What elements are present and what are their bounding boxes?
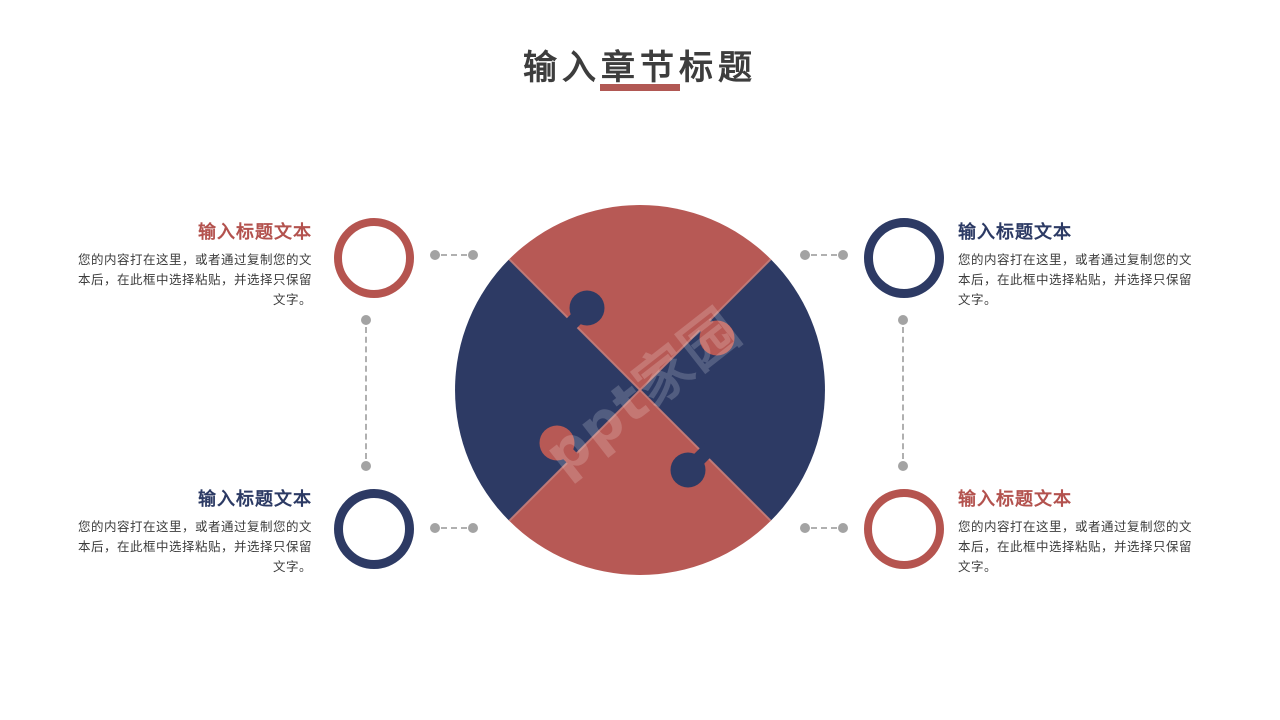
puzzle-diagram [455,205,825,575]
ring-bottom-left [334,489,414,569]
block-title: 输入标题文本 [958,222,1072,243]
page-title: 输入章节标题 [523,48,757,88]
block-title: 输入标题文本 [198,489,312,510]
puzzle-knob-upper-right [699,320,735,356]
text-block-top-left: 输入标题文本 您的内容打在这里，或者通过复制您的文本后，在此框中选择粘贴，并选择… [78,218,312,310]
puzzle-piece-left [455,259,640,521]
puzzle-knob-upper-left [569,290,605,326]
block-body: 您的内容打在这里，或者通过复制您的文本后，在此框中选择粘贴，并选择只保留文字。 [78,252,313,307]
text-block-bottom-right: 输入标题文本 您的内容打在这里，或者通过复制您的文本后，在此框中选择粘贴，并选择… [958,485,1192,577]
ring-top-left [334,218,414,298]
puzzle-piece-bottom [509,390,771,575]
block-title: 输入标题文本 [198,222,312,243]
puzzle-knob-lower-right [670,452,706,488]
title-underline [600,84,680,91]
text-block-top-right: 输入标题文本 您的内容打在这里，或者通过复制您的文本后，在此框中选择粘贴，并选择… [958,218,1192,310]
ring-bottom-right [864,489,944,569]
puzzle-piece-top [509,205,771,390]
ring-top-right [864,218,944,298]
puzzle-circle-icon [455,205,825,575]
puzzle-piece-right [640,259,825,521]
block-body: 您的内容打在这里，或者通过复制您的文本后，在此框中选择粘贴，并选择只保留文字。 [958,252,1193,307]
block-body: 您的内容打在这里，或者通过复制您的文本后，在此框中选择粘贴，并选择只保留文字。 [958,519,1193,574]
puzzle-knob-lower-left [539,425,575,461]
block-title: 输入标题文本 [958,489,1072,510]
block-body: 您的内容打在这里，或者通过复制您的文本后，在此框中选择粘贴，并选择只保留文字。 [78,519,313,574]
text-block-bottom-left: 输入标题文本 您的内容打在这里，或者通过复制您的文本后，在此框中选择粘贴，并选择… [78,485,312,577]
